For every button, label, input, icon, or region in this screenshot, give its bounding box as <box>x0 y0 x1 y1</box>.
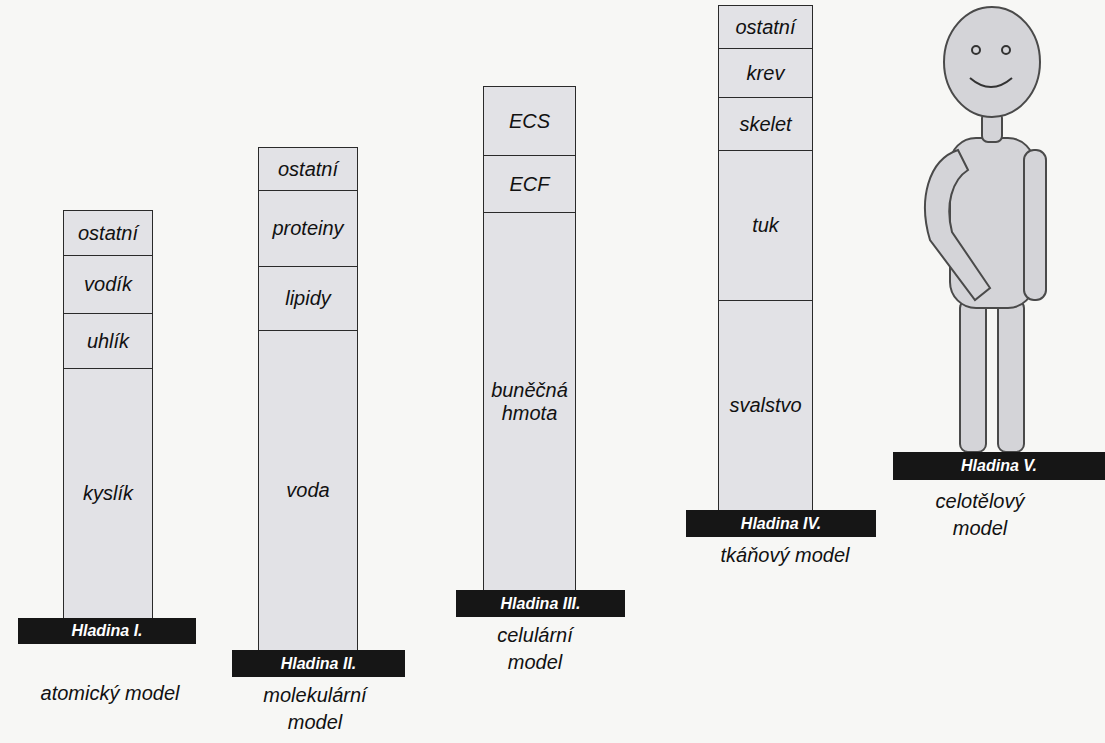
model-label: tkáňový model <box>720 542 850 569</box>
component-name: voda <box>286 479 329 502</box>
component-box: svalstvo <box>718 300 813 511</box>
level-name: Hladina II. <box>281 655 357 673</box>
component-box: ostatní <box>258 147 358 191</box>
component-box: ECF <box>483 155 576 213</box>
component-name: buněčná hmota <box>488 379 571 425</box>
component-box: ostatní <box>718 5 813 49</box>
level-bar: Hladina I. <box>18 618 196 644</box>
component-name: ostatní <box>735 16 795 39</box>
component-box: lipidy <box>258 266 358 331</box>
component-name: ECS <box>509 110 550 133</box>
level-bar: Hladina V. <box>893 452 1105 480</box>
component-box: ostatní <box>63 210 153 256</box>
component-name: vodík <box>84 273 132 296</box>
component-box: voda <box>258 330 358 651</box>
component-box: proteiny <box>258 190 358 267</box>
level-bar: Hladina IV. <box>686 510 876 537</box>
component-name: lipidy <box>285 287 331 310</box>
component-box: ECS <box>483 86 576 156</box>
level-name: Hladina IV. <box>741 515 821 533</box>
component-box: uhlík <box>63 313 153 369</box>
component-box: krev <box>718 48 813 98</box>
model-label: molekulární model <box>250 682 380 736</box>
level-name: Hladina V. <box>961 457 1037 475</box>
model-label: celulární model <box>480 622 590 676</box>
component-name: krev <box>747 62 785 85</box>
model-label: atomický model <box>40 680 180 707</box>
component-name: uhlík <box>87 330 129 353</box>
component-name: ostatní <box>278 158 338 181</box>
component-name: ECF <box>510 173 550 196</box>
component-name: skelet <box>739 113 791 136</box>
level-name: Hladina I. <box>71 622 142 640</box>
level-bar: Hladina III. <box>456 590 625 617</box>
component-name: tuk <box>752 214 779 237</box>
component-name: kyslík <box>83 482 133 505</box>
component-name: svalstvo <box>729 394 801 417</box>
component-name: ostatní <box>78 222 138 245</box>
component-name: proteiny <box>272 217 343 240</box>
component-box: skelet <box>718 97 813 151</box>
level-name: Hladina III. <box>500 595 580 613</box>
component-box: kyslík <box>63 368 153 619</box>
component-box: buněčná hmota <box>483 212 576 591</box>
component-box: vodík <box>63 255 153 314</box>
level-bar: Hladina II. <box>232 650 405 677</box>
component-box: tuk <box>718 150 813 301</box>
model-label: celotělový model <box>915 488 1045 542</box>
